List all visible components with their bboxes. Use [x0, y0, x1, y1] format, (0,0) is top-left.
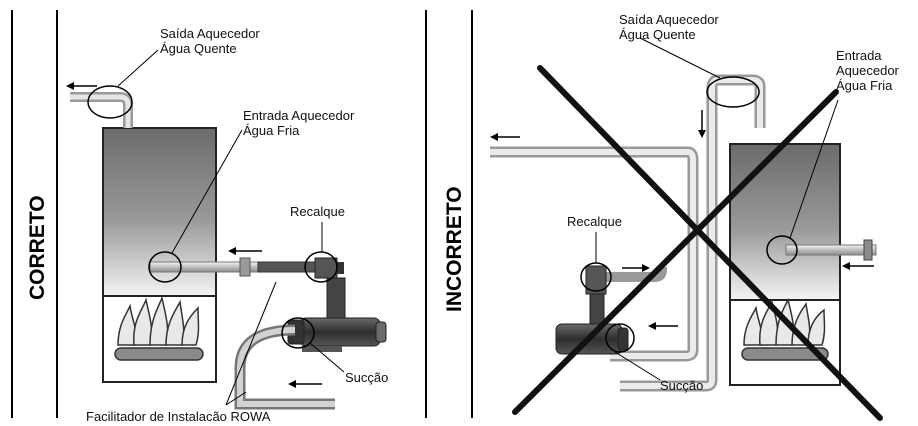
- correct-title: CORRETO: [26, 195, 49, 300]
- arrow-left-icon: [66, 82, 97, 90]
- discharge-riser: [589, 293, 605, 325]
- outlet-label-2: Água Quente: [160, 41, 237, 56]
- inlet-label-1: Entrada Aquecedor: [243, 108, 355, 123]
- inlet-label-1: Entrada: [836, 48, 882, 63]
- inlet-label-2: Água Fria: [243, 123, 300, 138]
- inlet-flex-hose: [257, 261, 317, 273]
- cross-out-line-2: [512, 89, 839, 415]
- discharge-pipe: [598, 267, 667, 282]
- suction-highlight-circle: [281, 317, 315, 349]
- discharge-label: Recalque: [290, 204, 345, 219]
- arrow-left-icon: [648, 322, 678, 330]
- arrow-right-icon: [622, 264, 650, 272]
- flame-icon: [117, 295, 200, 346]
- cross-out-line-1: [537, 65, 883, 421]
- arrow-left-icon: [288, 380, 322, 388]
- inlet-valve: [239, 257, 251, 277]
- panel-correct: CORRETO Saída Aquecedor Água Quente Entr…: [11, 10, 388, 424]
- inlet-label-3: Água Fria: [836, 78, 893, 93]
- suction-highlight-circle: [605, 323, 635, 353]
- outlet-highlight-circle: [706, 76, 760, 108]
- arrow-down-icon: [698, 110, 706, 138]
- discharge-highlight-circle: [304, 251, 338, 283]
- outlet-label-1: Saída Aquecedor: [619, 12, 719, 27]
- outlet-highlight-circle: [87, 85, 133, 119]
- pump-base: [302, 346, 342, 352]
- outlet-label-1: Saída Aquecedor: [160, 26, 260, 41]
- arrow-left-icon: [842, 262, 874, 270]
- suction-label: Sucção: [660, 378, 703, 393]
- outlet-label-2: Água Quente: [619, 27, 696, 42]
- inlet-valve: [863, 239, 873, 261]
- heater-body: [729, 143, 841, 301]
- panel-incorrect: INCORRETO Saída Aquecedor Água Quente: [443, 10, 900, 421]
- inlet-highlight-circle: [148, 251, 182, 283]
- pump-motor: [299, 317, 381, 347]
- inlet-highlight-circle: [766, 235, 798, 265]
- discharge-riser: [326, 277, 346, 319]
- incorrect-title: INCORRETO: [443, 186, 466, 312]
- arrow-left-icon: [490, 133, 520, 141]
- burner-bar: [114, 347, 204, 361]
- suction-label: Sucção: [345, 370, 388, 385]
- arrow-left-icon: [228, 247, 262, 255]
- cold-inlet-pipe: [785, 244, 877, 256]
- inlet-label-2: Aquecedor: [836, 63, 900, 78]
- burner-bar: [741, 347, 829, 361]
- discharge-label: Recalque: [567, 214, 622, 229]
- hot-outlet-pipe: [70, 92, 133, 128]
- facilitator-label: Facilitador de Instalacão ROWA: [86, 409, 271, 424]
- pump-head: [617, 327, 629, 351]
